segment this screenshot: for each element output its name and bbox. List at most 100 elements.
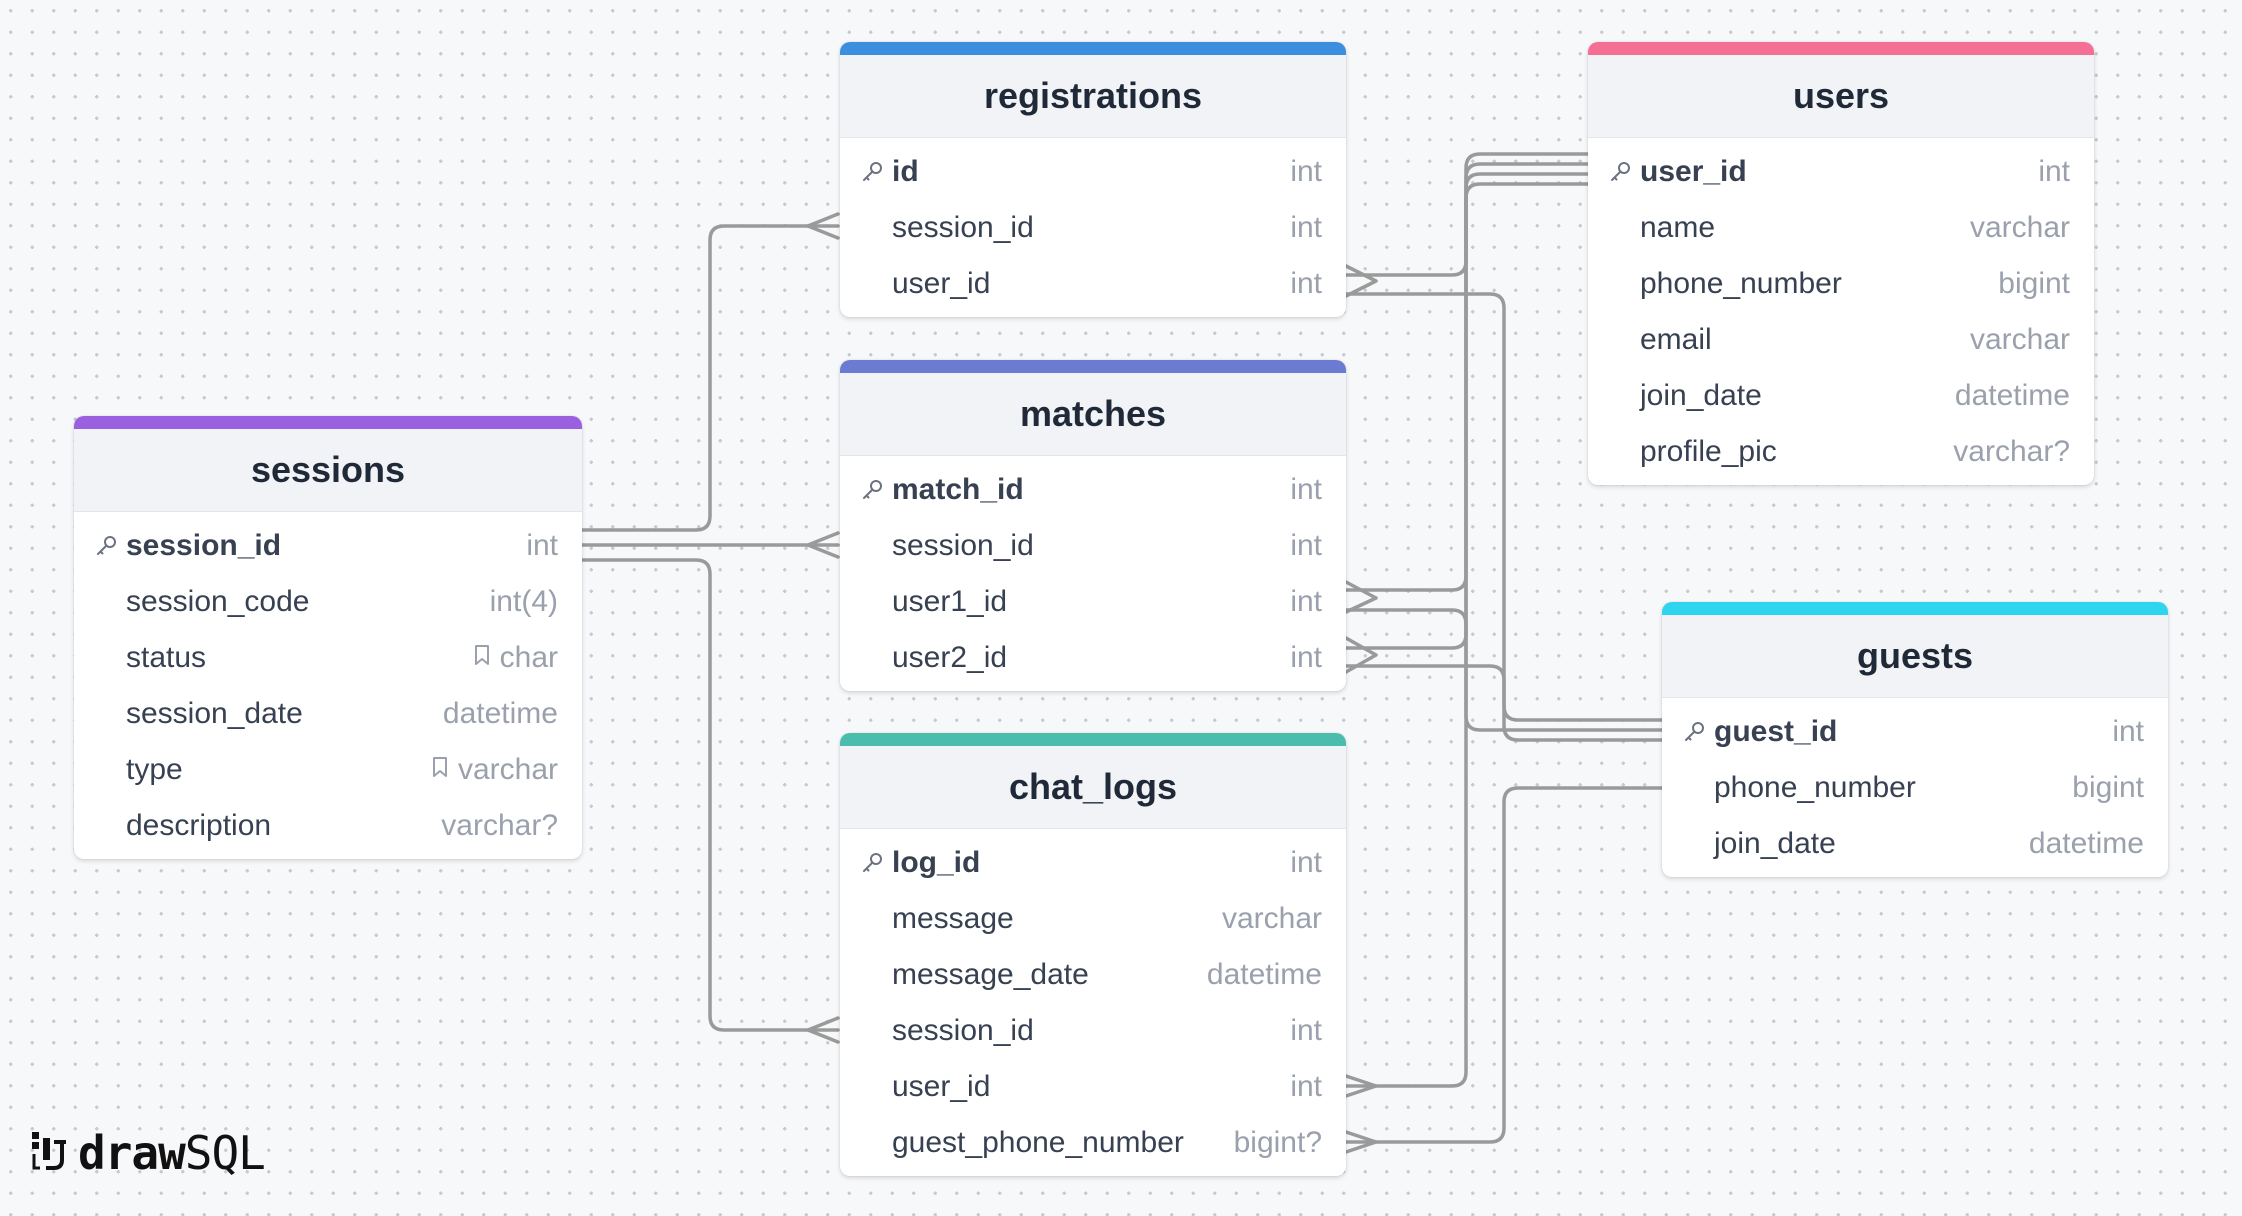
- column-row-session-id[interactable]: session_id int: [840, 1003, 1346, 1059]
- column-row-session-id[interactable]: session_id int: [840, 200, 1346, 256]
- column-type-label: varchar: [1969, 211, 2070, 244]
- column-name: session_id: [126, 529, 282, 562]
- crowfoot-matches-user2: [1344, 636, 1378, 674]
- column-type: int: [1290, 529, 1322, 563]
- column-type: varchar: [430, 753, 558, 787]
- bookmark-icon: [472, 641, 492, 675]
- column-type-label: int: [1290, 1014, 1322, 1047]
- column-type: int: [1290, 641, 1322, 675]
- column-name: user2_id: [892, 641, 1008, 674]
- connector-matches-user2-guests: [1344, 664, 1664, 742]
- primary-key-icon: [1608, 160, 1640, 184]
- column-type-label: int: [2112, 715, 2144, 748]
- column-type: datetime: [1955, 379, 2070, 413]
- column-type: int: [2038, 155, 2070, 189]
- column-type-label: int: [1290, 641, 1322, 674]
- column-type-label: bigint?: [1233, 1126, 1322, 1159]
- primary-key-icon: [94, 534, 126, 558]
- table-color-bar: [840, 360, 1346, 373]
- table-title[interactable]: registrations: [840, 55, 1346, 138]
- crowfoot-registrations-user: [1344, 264, 1378, 298]
- column-type-label: bigint: [2072, 771, 2144, 804]
- column-type-label: varchar?: [441, 809, 558, 842]
- column-type-label: int: [1290, 585, 1322, 618]
- column-row-message[interactable]: message varchar: [840, 891, 1346, 947]
- table-title[interactable]: matches: [840, 373, 1346, 456]
- column-type: bigint: [2072, 771, 2144, 805]
- column-name: type: [126, 753, 183, 786]
- column-type: varchar?: [1953, 435, 2070, 469]
- column-name: description: [126, 809, 272, 842]
- column-row-guest-id[interactable]: guest_id int: [1662, 704, 2168, 760]
- column-name: message: [892, 902, 1014, 935]
- column-type-label: int: [1290, 267, 1322, 300]
- primary-key-icon: [1682, 720, 1714, 744]
- column-type-label: varchar: [1969, 323, 2070, 356]
- column-row-user2-id[interactable]: user2_id int: [840, 630, 1346, 686]
- column-type-label: int: [1290, 529, 1322, 562]
- drawsql-logo-icon: [30, 1128, 70, 1179]
- column-type: varchar: [1222, 902, 1322, 936]
- primary-key-icon: [860, 851, 892, 875]
- table-title[interactable]: chat_logs: [840, 746, 1346, 829]
- column-type-label: datetime: [2028, 827, 2144, 860]
- primary-key-icon: [860, 478, 892, 502]
- column-type: int: [1290, 211, 1322, 245]
- column-type: varchar: [1970, 211, 2070, 245]
- column-type: int: [2112, 715, 2144, 749]
- table-color-bar: [840, 733, 1346, 746]
- crowfoot-chatlogs-session: [806, 1016, 840, 1044]
- column-type: int: [1290, 155, 1322, 189]
- column-row-id[interactable]: id int: [840, 144, 1346, 200]
- table-title[interactable]: users: [1588, 55, 2094, 138]
- column-name: session_id: [892, 211, 1034, 244]
- column-name: guest_id: [1714, 715, 1838, 748]
- column-row-description[interactable]: description varchar?: [74, 798, 582, 854]
- table-color-bar: [1662, 602, 2168, 615]
- drawsql-logo: drawSQL: [30, 1126, 266, 1180]
- column-type-label: int: [1290, 846, 1322, 879]
- column-name: profile_pic: [1640, 435, 1777, 468]
- column-type: datetime: [443, 697, 558, 731]
- column-type-label: char: [499, 641, 558, 674]
- column-row-type[interactable]: type varchar: [74, 742, 582, 798]
- column-name: id: [892, 155, 919, 188]
- connector-sessions-chatlogs: [580, 558, 840, 1032]
- table-title[interactable]: guests: [1662, 615, 2168, 698]
- crowfoot-chatlogs-user: [1344, 1074, 1378, 1098]
- column-name: session_id: [892, 1014, 1034, 1047]
- column-type: int: [1290, 585, 1322, 619]
- column-type: varchar?: [441, 809, 558, 843]
- table-title[interactable]: sessions: [74, 429, 582, 512]
- column-type-label: bigint: [1998, 267, 2070, 300]
- column-row-profile-pic[interactable]: profile_pic varchar?: [1588, 424, 2094, 480]
